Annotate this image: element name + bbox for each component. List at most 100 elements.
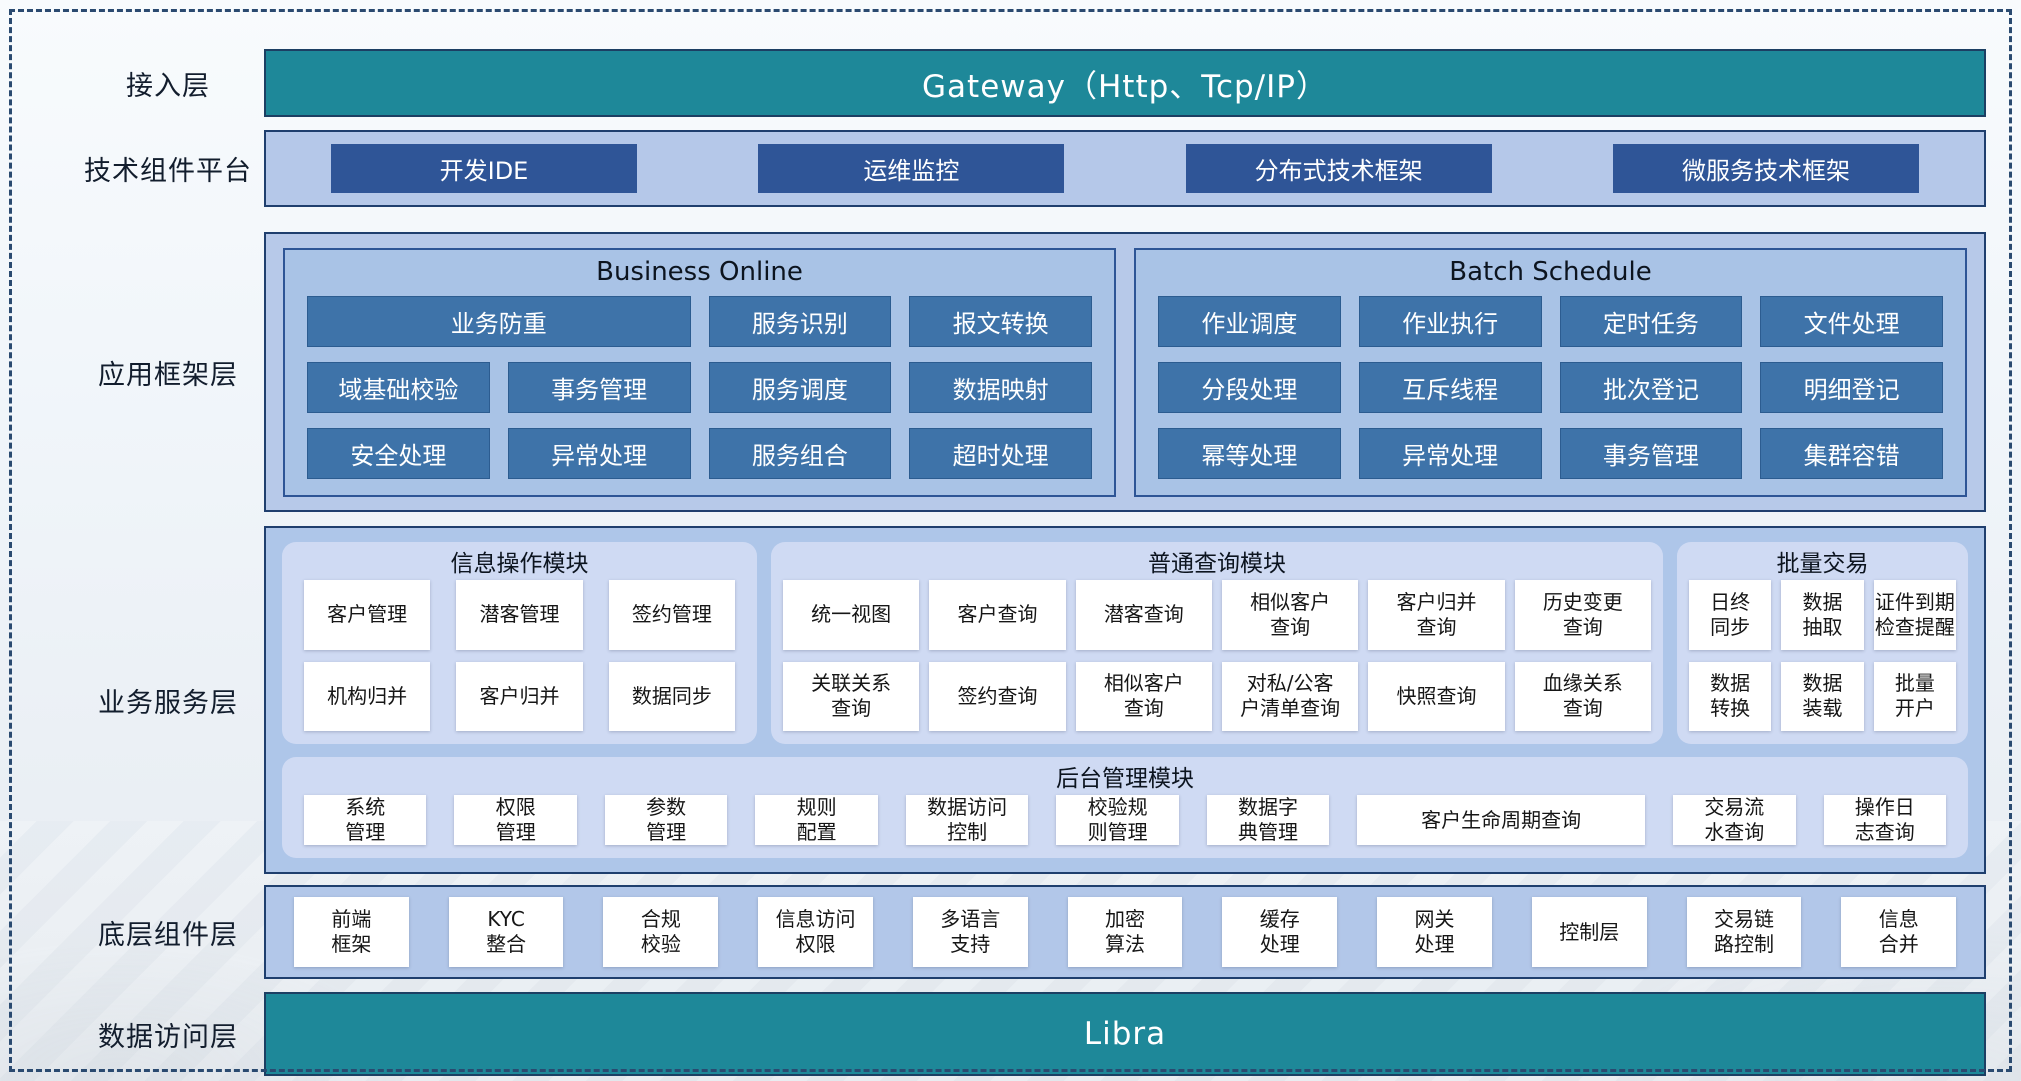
cell-framework: Business Online 业务防重 服务识别 报文转换 域基础校验 事务管… [264,232,1986,512]
cell-base: 前端 框架 KYC 整合 合规 校验 信息访问 权限 多语言 支持 加密 算法 … [264,885,1986,979]
general-query-module: 普通查询模块 统一视图 客户查询 潜客查询 相似客户 查询 客户归并 查询 历史… [771,542,1663,744]
info-operation-module: 信息操作模块 客户管理 潜客管理 签约管理 机构归并 客户归并 数据同步 [282,542,757,744]
row-tech-platform: 技术组件平台 开发IDE 运维监控 分布式技术框架 微服务技术框架 [0,130,1986,207]
block-cluster-fault-tolerance: 集群容错 [1760,428,1943,479]
row-access-layer: 接入层 Gateway（Http、Tcp/IP） [0,49,1986,117]
layer-label-business-service: 业务服务层 [98,687,238,719]
block-timed-tasks: 定时任务 [1559,296,1743,347]
cell-tech: 开发IDE 运维监控 分布式技术框架 微服务技术框架 [264,130,1986,207]
block-dev-ide: 开发IDE [331,144,637,193]
admin-module-title: 后台管理模块 [1056,766,1194,792]
batch-schedule-title: Batch Schedule [1449,257,1652,287]
gutter-framework: 应用框架层 [0,232,264,512]
item-contract-mgmt: 签约管理 [608,580,735,650]
libra-bar: Libra [264,992,1986,1076]
item-info-merge: 信息 合并 [1841,897,1957,967]
business-online-grid: 业务防重 服务识别 报文转换 域基础校验 事务管理 服务调度 数据映射 安全处理… [285,292,1114,495]
business-online-title: Business Online [596,257,803,287]
item-info-access-rights: 信息访问 权限 [758,897,873,967]
block-data-mapping: 数据映射 [909,362,1092,413]
gutter-access: 接入层 [0,49,264,117]
block-segment-processing: 分段处理 [1158,362,1341,413]
cell-business: 信息操作模块 客户管理 潜客管理 签约管理 机构归并 客户归并 数据同步 [264,526,1986,874]
item-org-merge: 机构归并 [304,661,431,731]
item-similar-customer-query-2: 相似客户 查询 [1075,661,1212,731]
item-validation-rule-mgmt: 校验规 则管理 [1056,795,1179,845]
item-transaction-link-control: 交易链 路控制 [1686,897,1802,967]
layer-label-base-components: 底层组件层 [98,919,238,951]
layer-label-app-framework: 应用框架层 [98,359,238,391]
item-cache-handling: 缓存 处理 [1222,897,1338,967]
block-idempotent-processing: 幂等处理 [1158,428,1341,479]
item-history-change-query: 历史变更 查询 [1514,580,1651,650]
row-business-service: 业务服务层 信息操作模块 客户管理 潜客管理 签约管理 机构归并 客户归并 [0,526,1986,874]
item-encryption-algorithm: 加密 算法 [1067,897,1183,967]
batch-trade-module: 批量交易 日终 同步 数据 抽取 证件到期 检查提醒 数据 转换 数据 装载 批… [1677,542,1968,744]
item-data-access-control: 数据访问 控制 [905,795,1029,845]
block-domain-validation: 域基础校验 [307,362,490,413]
batch-trade-grid: 日终 同步 数据 抽取 证件到期 检查提醒 数据 转换 数据 装载 批量 开户 [1677,580,1968,731]
item-customer-query: 客户查询 [929,580,1066,650]
item-data-sync: 数据同步 [608,661,735,731]
block-service-composition: 服务组合 [708,428,892,479]
gutter-data-access: 数据访问层 [0,992,264,1076]
block-microservice-framework: 微服务技术框架 [1612,144,1919,193]
item-customer-merge-query: 客户归并 查询 [1368,580,1505,650]
item-data-extract: 数据 抽取 [1781,580,1864,650]
item-prospect-mgmt: 潜客管理 [456,580,583,650]
item-rule-config: 规则 配置 [755,795,878,845]
block-job-scheduling: 作业调度 [1158,296,1341,347]
item-unified-view: 统一视图 [783,580,920,650]
block-job-execution: 作业执行 [1358,296,1542,347]
item-customer-lifecycle-query: 客户生命周期查询 [1357,795,1646,845]
item-similar-customer-query-1: 相似客户 查询 [1221,580,1359,650]
gateway-text: Gateway（Http、Tcp/IP） [922,68,1328,105]
block-message-convert: 报文转换 [909,296,1092,347]
block-exception-handling-batch: 异常处理 [1358,428,1542,479]
item-eod-sync: 日终 同步 [1689,580,1772,650]
block-batch-registration: 批次登记 [1559,362,1743,413]
info-operation-grid: 客户管理 潜客管理 签约管理 机构归并 客户归并 数据同步 [282,580,757,731]
item-relation-query: 关联关系 查询 [783,661,920,731]
item-customer-merge: 客户归并 [456,661,583,731]
block-service-identify: 服务识别 [708,296,892,347]
layer-label-access: 接入层 [126,70,210,102]
item-parameter-mgmt: 参数 管理 [604,795,728,845]
cell-data-access: Libra [264,992,1986,1076]
item-frontend-framework: 前端 框架 [294,897,409,967]
layer-label-tech-platform: 技术组件平台 [84,156,252,187]
item-transaction-flow-query: 交易流 水查询 [1673,795,1796,845]
admin-module: 后台管理模块 系统 管理 权限 管理 参数 管理 规则 配置 数据访问 控制 校… [282,757,1968,858]
row-base-components: 底层组件层 前端 框架 KYC 整合 合规 校验 信息访问 权限 多语言 支持 … [0,885,1986,979]
item-data-load: 数据 装载 [1781,661,1864,731]
block-exception-handling-online: 异常处理 [507,428,691,479]
block-security-handling: 安全处理 [307,428,490,479]
block-dedup: 业务防重 [307,296,691,347]
app-framework-container: Business Online 业务防重 服务识别 报文转换 域基础校验 事务管… [264,232,1986,512]
gateway-bar: Gateway（Http、Tcp/IP） [264,49,1986,117]
batch-schedule-grid: 作业调度 作业执行 定时任务 文件处理 分段处理 互斥线程 批次登记 明细登记 … [1136,292,1965,495]
item-system-mgmt: 系统 管理 [304,795,427,845]
item-customer-list-query: 对私/公客 户清单查询 [1221,661,1359,731]
batch-trade-title: 批量交易 [1776,551,1869,577]
gutter-tech: 技术组件平台 [0,130,264,207]
item-permission-mgmt: 权限 管理 [454,795,577,845]
item-snapshot-query: 快照查询 [1368,661,1505,731]
general-query-title: 普通查询模块 [1148,551,1286,577]
gutter-base: 底层组件层 [0,885,264,979]
item-compliance-check: 合规 校验 [603,897,719,967]
cell-access: Gateway（Http、Tcp/IP） [264,49,1986,117]
item-prospect-query: 潜客查询 [1075,580,1212,650]
item-contract-query: 签约查询 [929,661,1066,731]
item-id-expiry-reminder: 证件到期 检查提醒 [1873,580,1956,650]
item-data-convert: 数据 转换 [1689,661,1772,731]
block-transaction-mgmt: 事务管理 [507,362,691,413]
item-lineage-query: 血缘关系 查询 [1514,661,1651,731]
gutter-business: 业务服务层 [0,526,264,874]
item-multi-language: 多语言 支持 [912,897,1028,967]
business-online-panel: Business Online 业务防重 服务识别 报文转换 域基础校验 事务管… [283,248,1116,497]
block-transaction-mgmt-batch: 事务管理 [1559,428,1743,479]
business-modules-row: 信息操作模块 客户管理 潜客管理 签约管理 机构归并 客户归并 数据同步 [282,542,1968,744]
item-control-layer: 控制层 [1531,897,1647,967]
